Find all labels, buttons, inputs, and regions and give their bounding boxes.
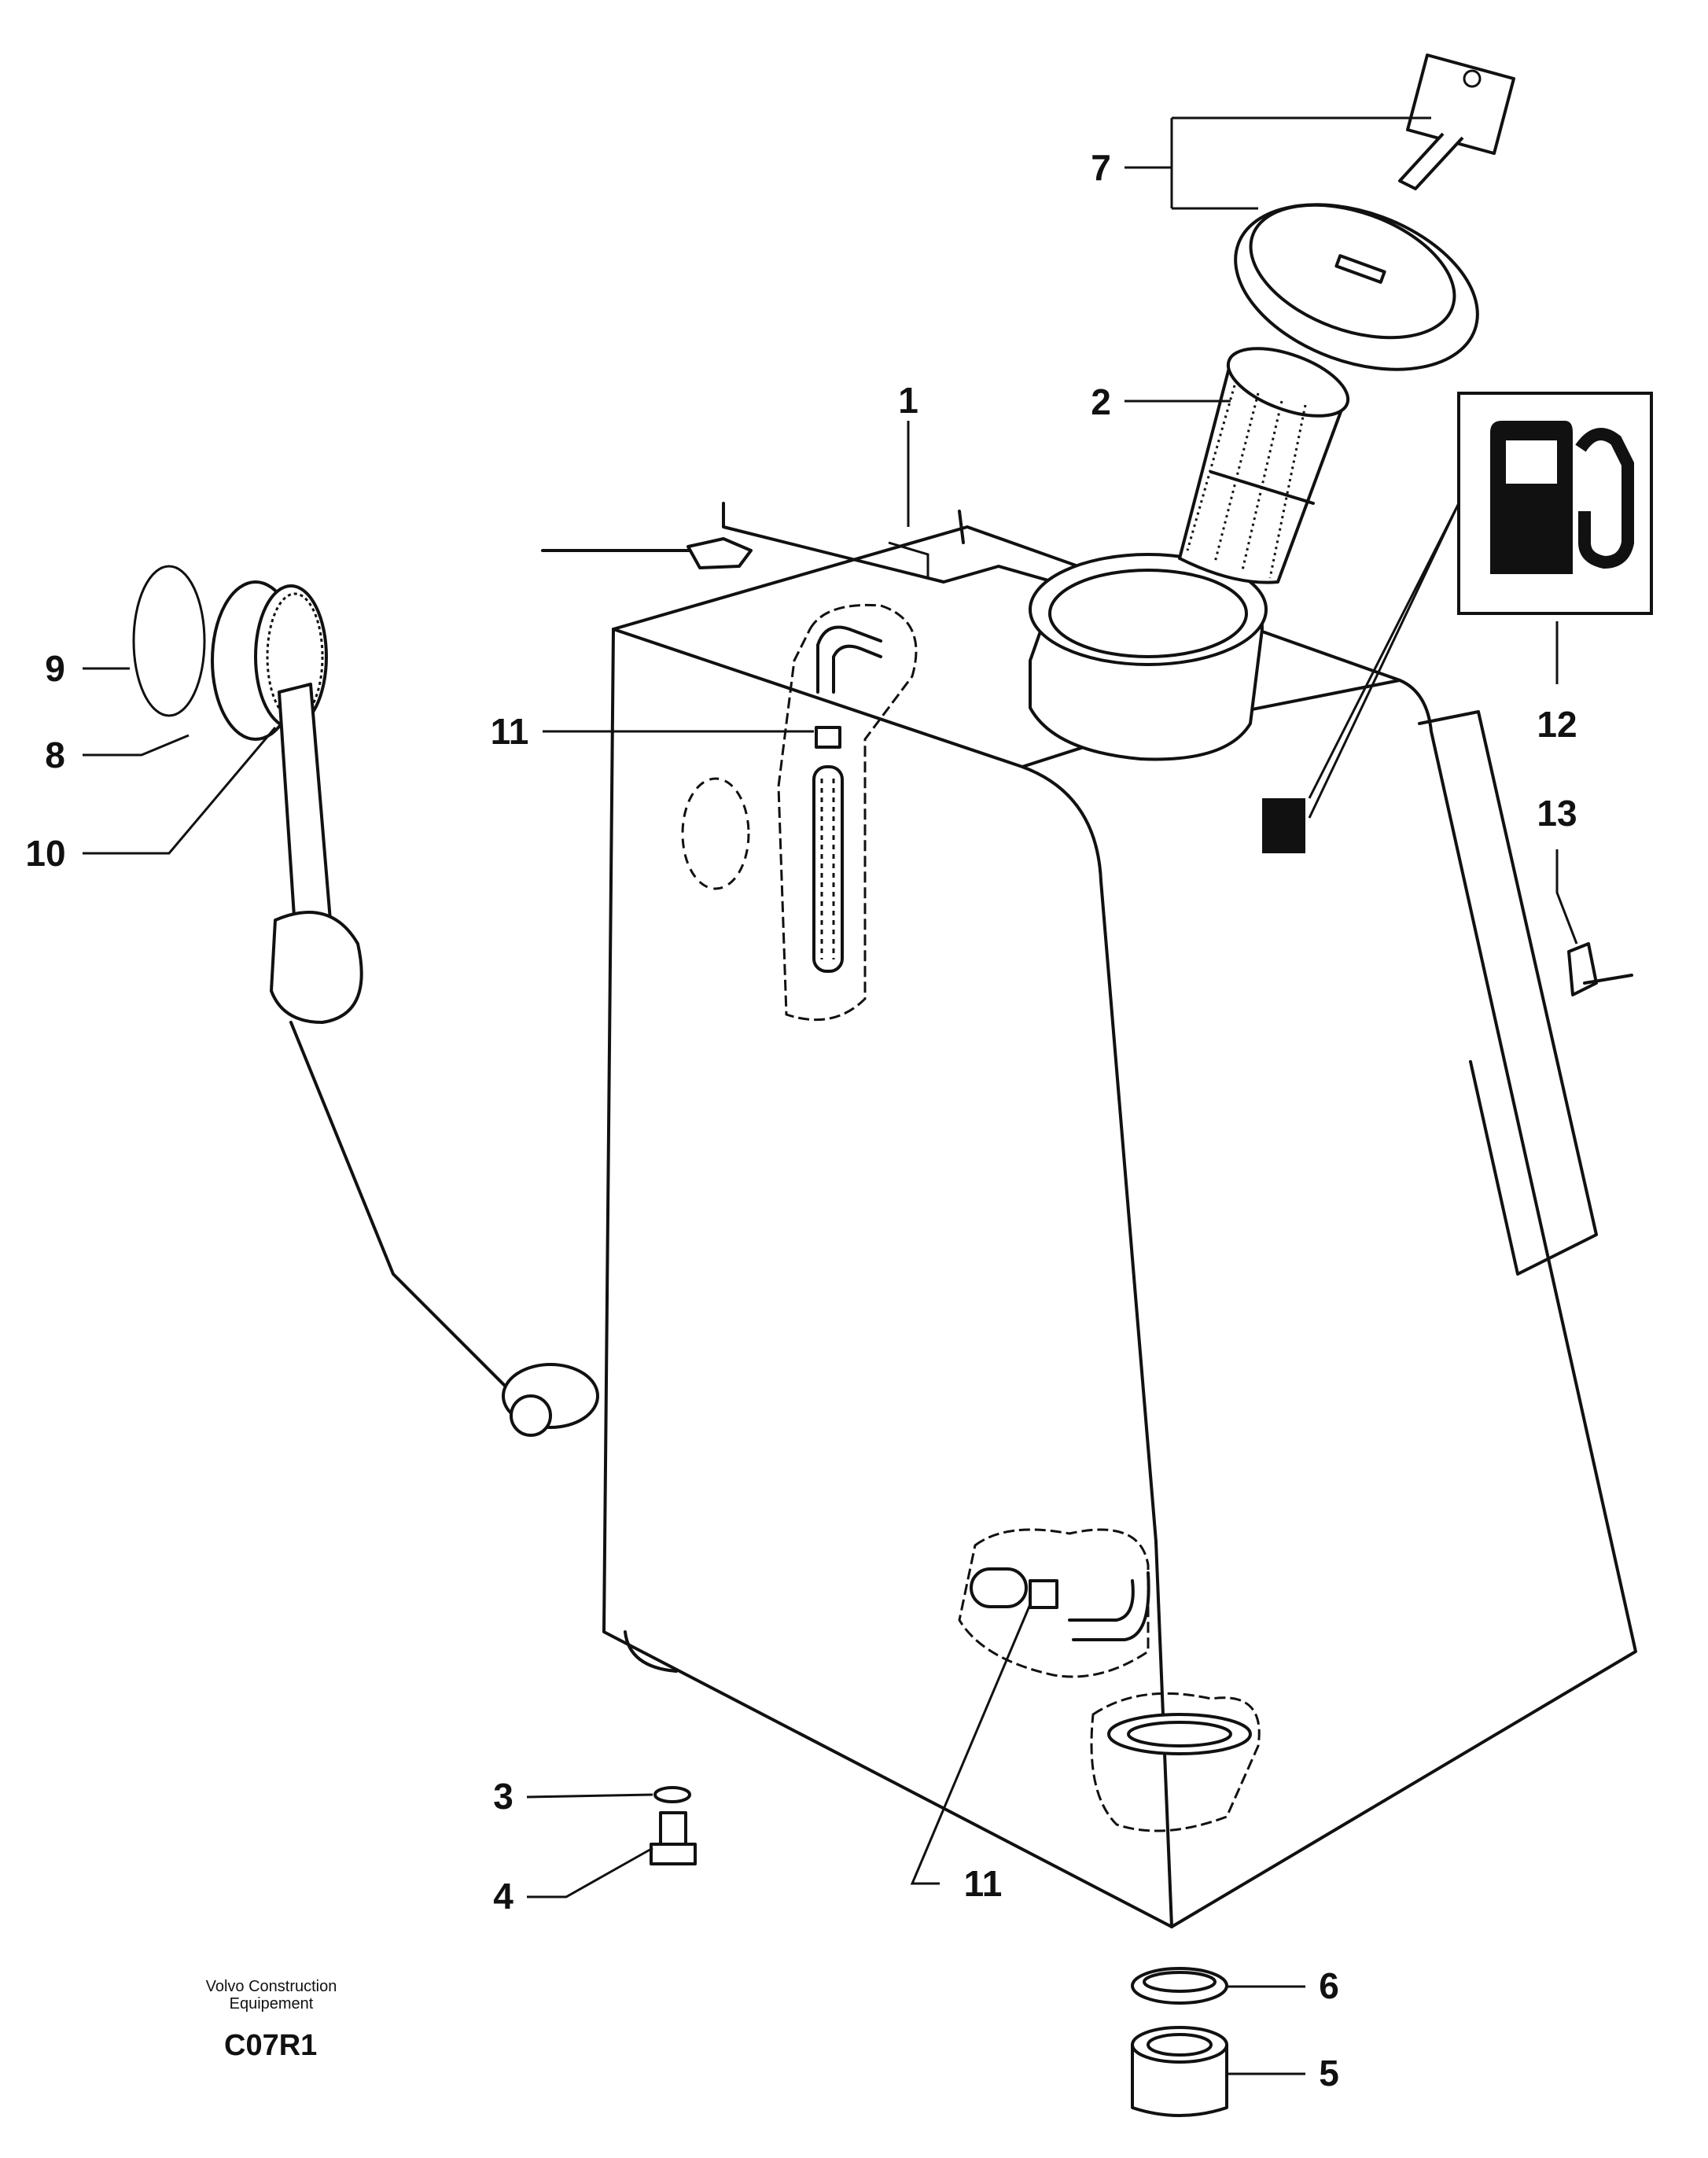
fuel-label-plate xyxy=(1262,798,1305,853)
internal-vent-tube xyxy=(777,603,918,1022)
clip-right xyxy=(1567,942,1633,996)
threaded-adapter xyxy=(1131,2026,1228,2117)
fuel-level-sender xyxy=(132,565,599,1437)
drawing-code: C07R1 xyxy=(224,2029,318,2062)
callout-1: 1 xyxy=(898,380,918,421)
company-line-2: Equipement xyxy=(229,1995,314,2013)
callout-8: 8 xyxy=(45,735,65,775)
callout-9: 9 xyxy=(45,648,65,689)
callout-2: 2 xyxy=(1091,381,1111,422)
fuel-tank xyxy=(541,502,1637,1928)
drain-plug xyxy=(650,1811,697,1865)
drain-boss xyxy=(1090,1692,1261,1832)
filler-neck xyxy=(1029,553,1268,761)
leader-lines xyxy=(83,116,1578,2075)
sealing-washer xyxy=(653,1786,691,1803)
clip-left xyxy=(687,537,753,569)
internal-suction-pickup xyxy=(958,1528,1150,1678)
callout-5: 5 xyxy=(1319,2053,1339,2094)
access-cover-outline xyxy=(681,777,750,890)
callout-13: 13 xyxy=(1537,793,1577,834)
callout-12: 12 xyxy=(1537,704,1577,745)
seal-ring xyxy=(1131,1967,1228,2005)
strainer-filter xyxy=(1178,347,1350,584)
company-line-1: Volvo Construction xyxy=(205,1978,337,1995)
filler-cap xyxy=(1234,203,1479,371)
callout-10: 10 xyxy=(25,833,65,874)
callout-3: 3 xyxy=(493,1776,514,1817)
company-name: Volvo Construction Equipement xyxy=(181,1978,362,2013)
callout-4: 4 xyxy=(493,1876,514,1917)
callout-11-upper: 11 xyxy=(491,711,529,752)
callout-11-lower: 11 xyxy=(964,1863,1003,1904)
key xyxy=(1398,53,1515,190)
callout-7: 7 xyxy=(1091,147,1111,188)
fuel-pump-icon xyxy=(1457,392,1653,615)
callout-6: 6 xyxy=(1319,1965,1339,2006)
